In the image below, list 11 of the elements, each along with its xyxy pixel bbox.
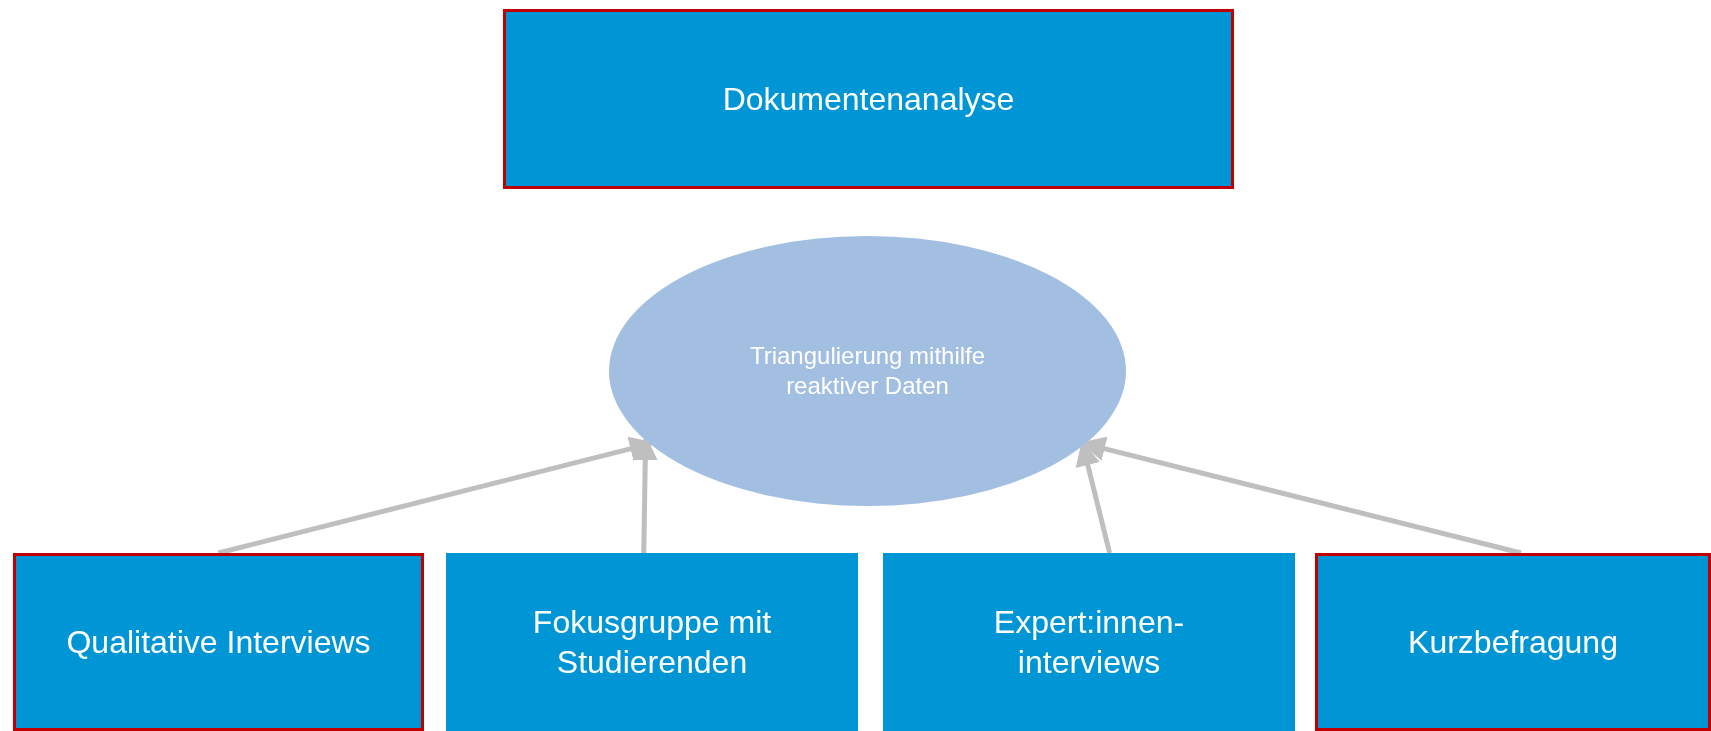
process-box [883, 553, 1295, 731]
node-label: Kurzbefragung [1408, 623, 1618, 662]
process-box [503, 9, 1234, 189]
process-box [1315, 553, 1711, 731]
node-label: Fokusgruppe mit Studierenden [531, 603, 773, 682]
process-box [446, 553, 858, 731]
node-label: Qualitative Interviews [66, 623, 371, 662]
node-label: Expert:innen-interviews [992, 603, 1186, 682]
process-box [13, 553, 424, 731]
node-label: Triangulierung mithilfe reaktiver Daten [748, 341, 987, 401]
node-label: Dokumentenanalyse [722, 80, 1015, 119]
